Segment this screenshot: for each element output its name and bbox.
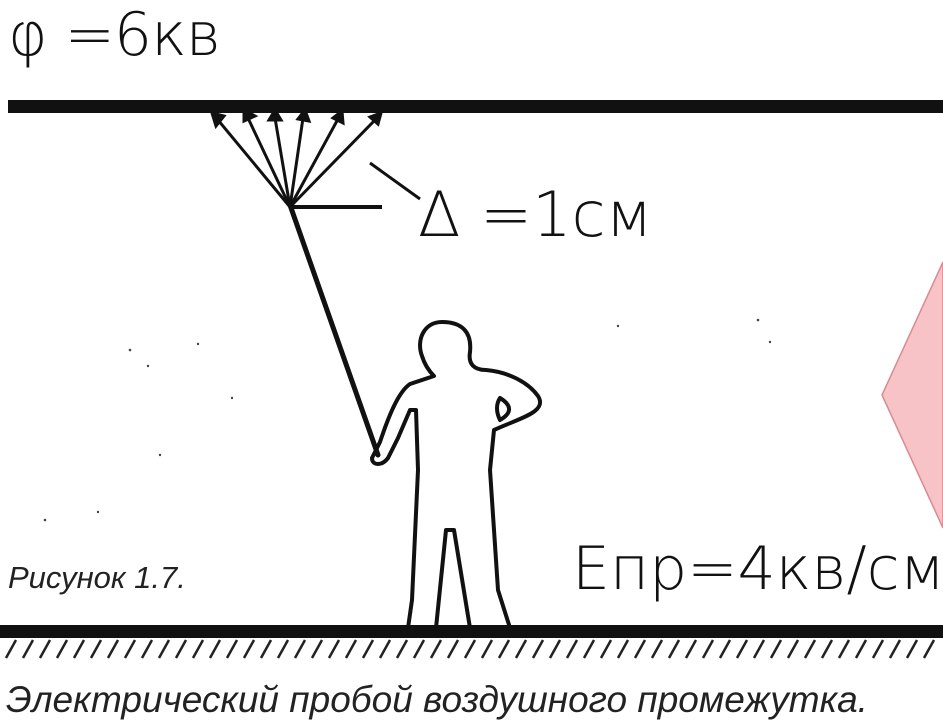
- hatch-stroke: [565, 639, 579, 659]
- spark-arrows: [209, 106, 384, 209]
- hatch-stroke: [837, 639, 851, 659]
- hatch-stroke: [786, 639, 800, 659]
- hatch-stroke: [344, 639, 358, 659]
- figure-caption: Электрический пробой воздушного промежут…: [6, 679, 868, 720]
- hatch-stroke: [548, 639, 562, 659]
- hatch-stroke: [463, 639, 477, 659]
- hatch-stroke: [276, 639, 290, 659]
- gap-leader-line: [369, 161, 421, 201]
- hatch-stroke: [922, 639, 936, 659]
- hatch-stroke: [905, 639, 919, 659]
- hatch-stroke: [871, 639, 885, 659]
- hatch-stroke: [667, 639, 681, 659]
- hatch-stroke: [616, 639, 630, 659]
- gap-label: Δ =1см: [418, 178, 653, 251]
- hatch-stroke: [310, 639, 324, 659]
- hatch-stroke: [174, 639, 188, 659]
- hatch-stroke: [820, 639, 834, 659]
- hatch-stroke: [429, 639, 443, 659]
- hatch-stroke: [769, 639, 783, 659]
- hatch-stroke: [395, 639, 409, 659]
- hatch-stroke: [854, 639, 868, 659]
- hatch-stroke: [718, 639, 732, 659]
- hatch-stroke: [412, 639, 426, 659]
- hatch-stroke: [225, 639, 239, 659]
- hatch-stroke: [650, 639, 664, 659]
- hatch-stroke: [89, 639, 103, 659]
- hatch-stroke: [701, 639, 715, 659]
- hatch-stroke: [888, 639, 902, 659]
- hatch-stroke: [735, 639, 749, 659]
- hatch-stroke: [582, 639, 596, 659]
- hatch-stroke: [208, 639, 222, 659]
- hatch-stroke: [140, 639, 154, 659]
- hatch-stroke: [361, 639, 375, 659]
- hatch-stroke: [242, 639, 256, 659]
- ground-hatching: [4, 639, 936, 659]
- hatch-stroke: [38, 639, 52, 659]
- hatch-stroke: [480, 639, 494, 659]
- callout-shape: [881, 261, 943, 529]
- person-figure: [370, 320, 542, 630]
- top-electrode-line: [8, 100, 943, 113]
- hatch-stroke: [4, 639, 18, 659]
- rod: [287, 202, 381, 458]
- field-strength-label: Eпр=4кв/см: [572, 534, 943, 604]
- hatch-stroke: [293, 639, 307, 659]
- hatch-stroke: [259, 639, 273, 659]
- hatch-stroke: [123, 639, 137, 659]
- hatch-stroke: [803, 639, 817, 659]
- hatch-stroke: [157, 639, 171, 659]
- hatch-stroke: [684, 639, 698, 659]
- ground-line: [0, 625, 943, 638]
- scan-specks: [43, 318, 772, 522]
- hatch-stroke: [21, 639, 35, 659]
- hatch-stroke: [327, 639, 341, 659]
- hatch-stroke: [446, 639, 460, 659]
- hatch-stroke: [531, 639, 545, 659]
- hatch-stroke: [106, 639, 120, 659]
- hatch-stroke: [752, 639, 766, 659]
- figure-number: Рисунок 1.7.: [8, 560, 186, 595]
- hatch-stroke: [599, 639, 613, 659]
- hatch-stroke: [378, 639, 392, 659]
- hatch-stroke: [191, 639, 205, 659]
- hatch-stroke: [497, 639, 511, 659]
- potential-label: φ =6кв: [8, 0, 221, 70]
- hatch-stroke: [514, 639, 528, 659]
- hatch-stroke: [633, 639, 647, 659]
- hatch-stroke: [55, 639, 69, 659]
- hatch-stroke: [72, 639, 86, 659]
